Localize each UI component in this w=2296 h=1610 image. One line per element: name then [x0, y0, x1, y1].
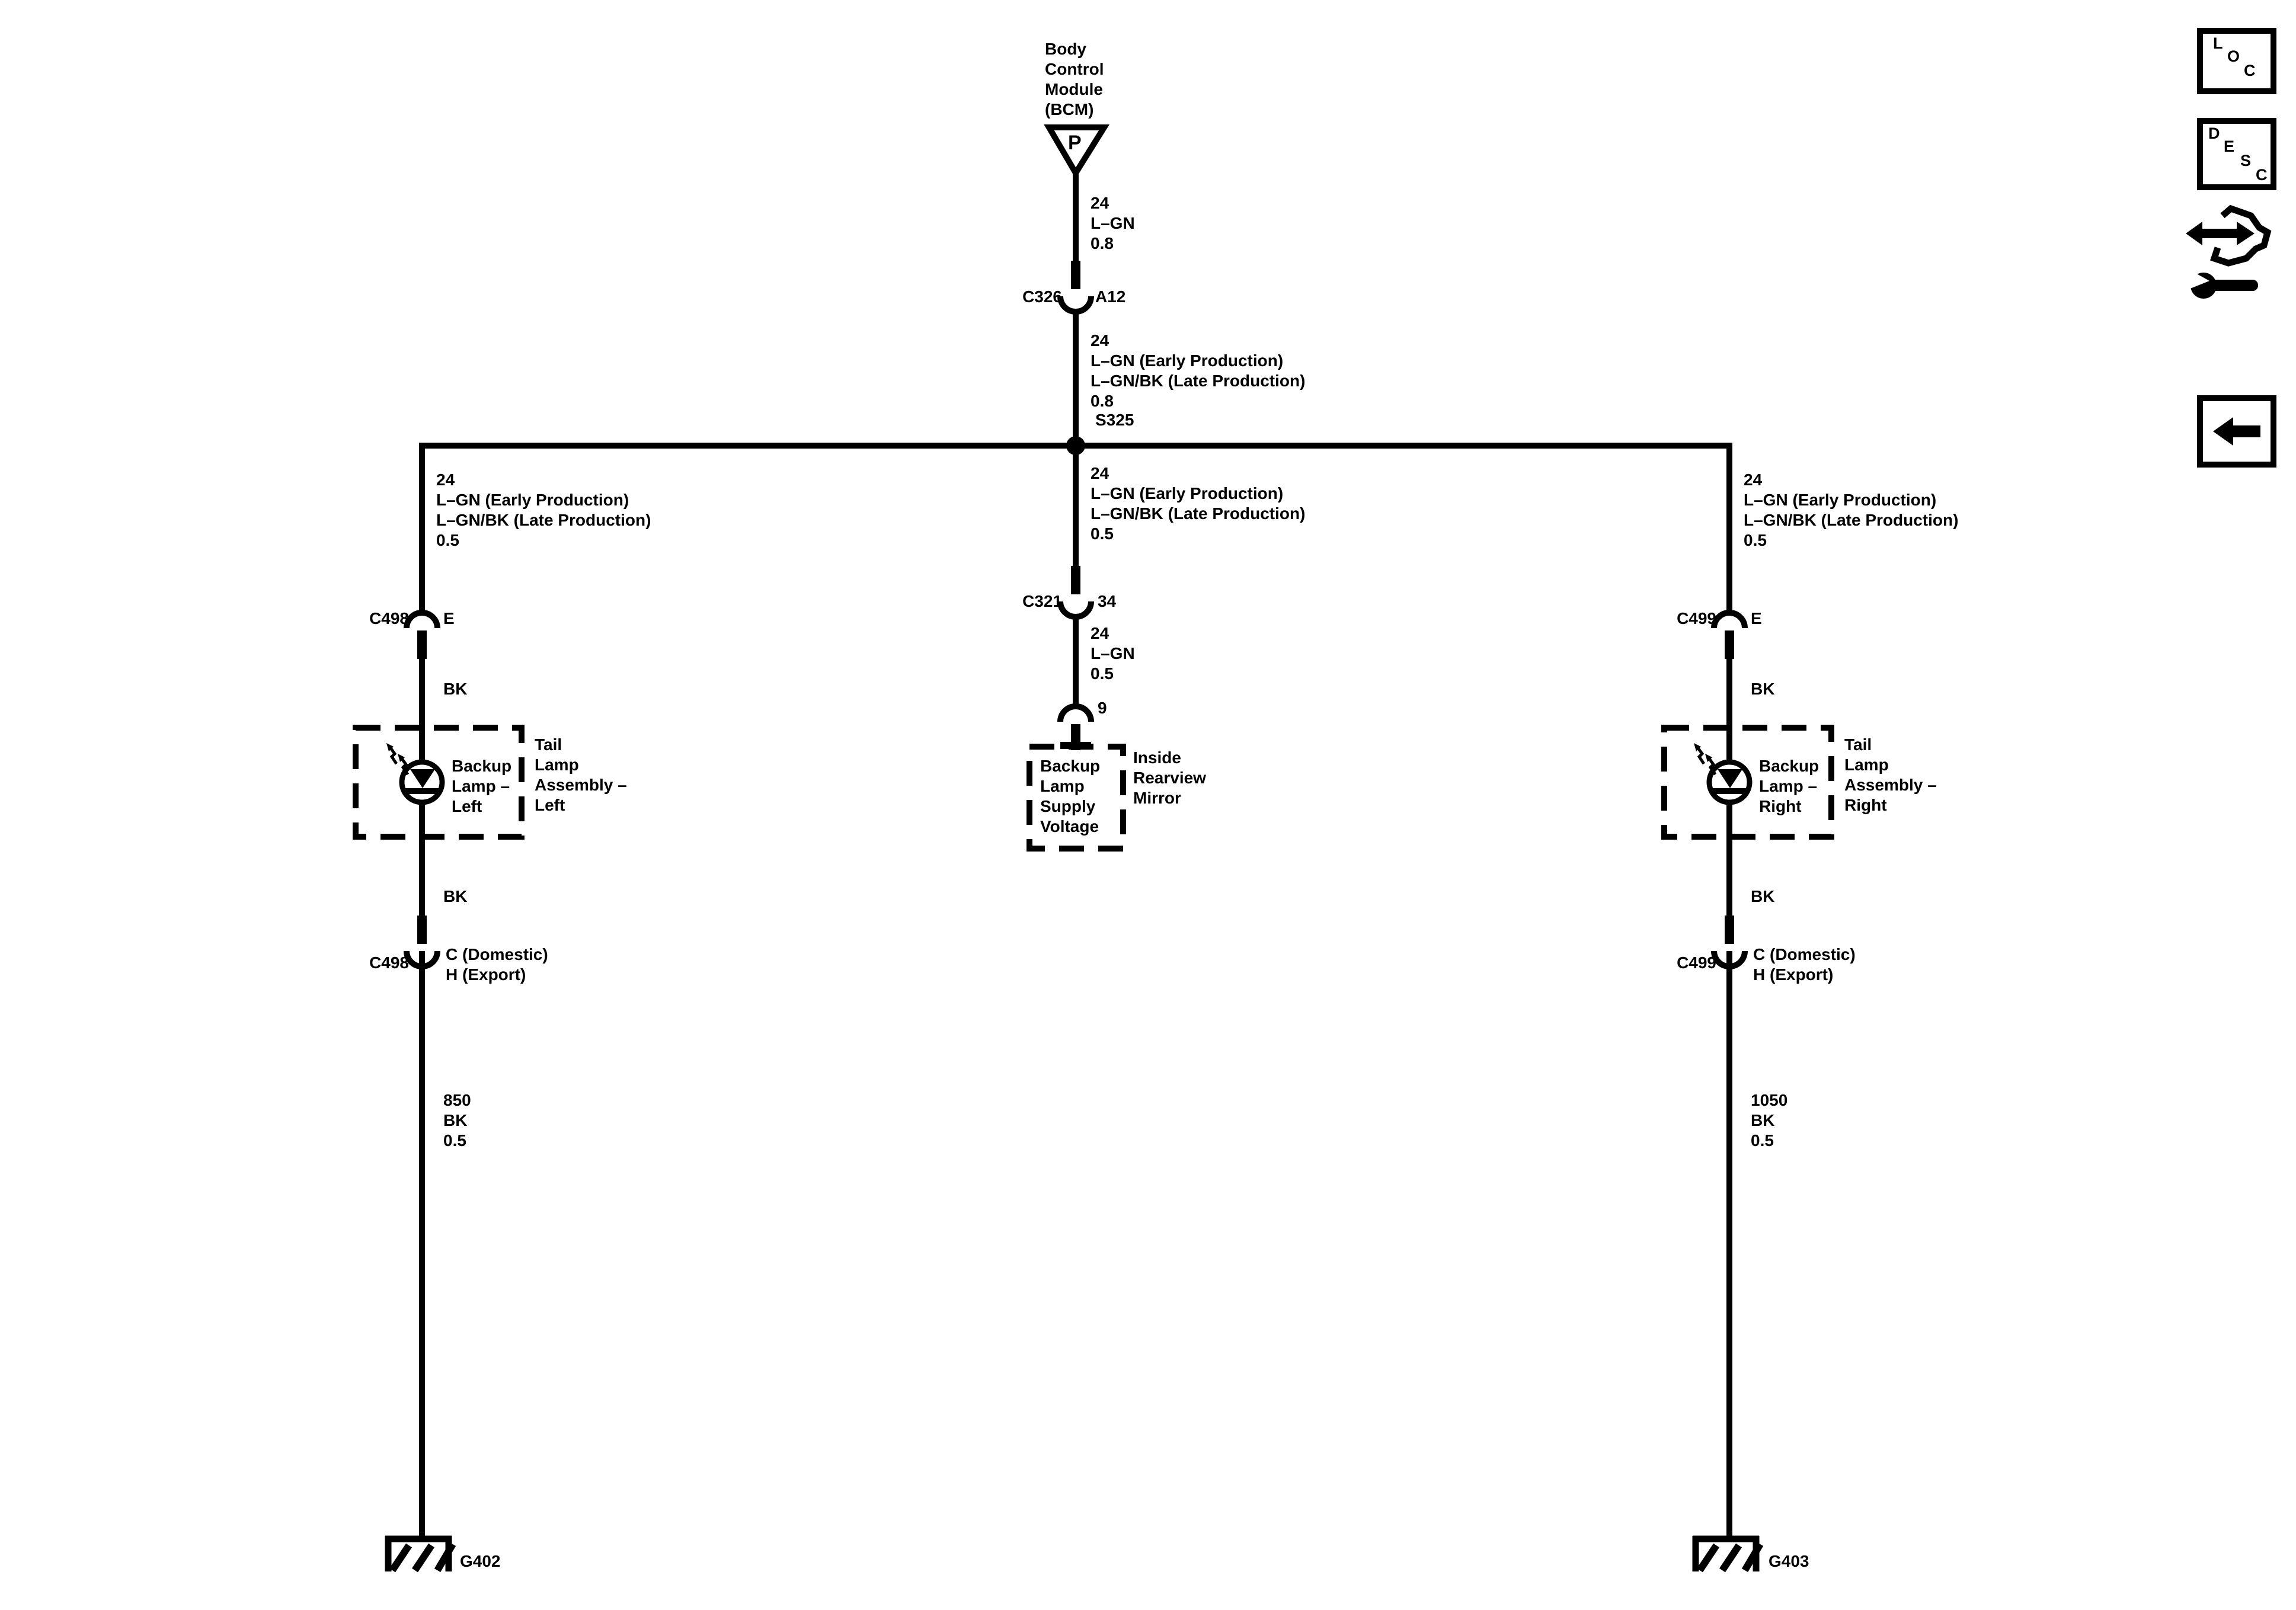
wire-color-left-2: BK [443, 887, 468, 905]
right-lamp-assembly-box [1661, 725, 1834, 840]
left-assembly-label: Tail Lamp Assembly – Left [535, 735, 627, 814]
connector-c498-top-label: C498 [369, 609, 409, 628]
wire-color: L–GN [1091, 644, 1135, 662]
bcm-title-line: Module [1045, 80, 1103, 98]
connector-c499-top-label: C499 [1677, 609, 1716, 628]
bcm-pin-letter: P [1068, 132, 1082, 154]
bcm-title-line: Body [1045, 40, 1086, 58]
wire-label-mirror: 24 L–GN 0.5 [1091, 623, 1135, 684]
right-lamp-label: Backup Lamp – Right [1759, 757, 1819, 815]
wire-color-early: L–GN (Early Production) [1091, 484, 1284, 502]
wire-color-late: L–GN/BK (Late Production) [1091, 504, 1306, 523]
wire-label-main: 24 L–GN (Early Production) L–GN/BK (Late… [1091, 331, 1305, 411]
ground-g403-symbol [1693, 1536, 1760, 1571]
wire-label-center-branch: 24 L–GN (Early Production) L–GN/BK (Late… [1091, 463, 1305, 544]
ground-g402-label: G402 [460, 1552, 501, 1570]
wire-color-left: BK [443, 680, 468, 698]
connector-c321-label: C321 [1022, 592, 1062, 610]
connector-c326-label: C326 [1022, 287, 1062, 306]
wire-color-late: L–GN/BK (Late Production) [1091, 372, 1306, 390]
right-assembly-label: Tail Lamp Assembly – Right [1844, 735, 1937, 814]
wire-gauge: 0.5 [1091, 664, 1114, 683]
connector-c321-pin: 34 [1098, 592, 1117, 610]
bcm-title-line: (BCM) [1045, 100, 1094, 119]
splice-label: S325 [1095, 411, 1134, 429]
wire-color-right: BK [1751, 680, 1775, 698]
connector-c326-symbol [1057, 261, 1094, 315]
connector-c498-bottom-label: C498 [369, 953, 409, 972]
wire-label-right-branch: 24 L–GN (Early Production) L–GN/BK (Late… [1744, 470, 1959, 549]
wire-gauge: 0.8 [1091, 392, 1114, 410]
circuit-number: 24 [1091, 464, 1109, 482]
loc-button[interactable] [2197, 28, 2276, 94]
desc-button[interactable] [2197, 118, 2276, 190]
left-lamp-label: Backup Lamp – Left [452, 757, 512, 815]
loc-icon-letter: L [2213, 34, 2223, 52]
wire-color: L–GN [1091, 214, 1135, 232]
left-backup-lamp-symbol [386, 743, 445, 805]
bcm-title: Body Control Module (BCM) [1045, 39, 1104, 120]
connector-c499-bottom-label: C499 [1677, 953, 1716, 972]
right-backup-lamp-symbol [1694, 743, 1753, 805]
wire-color-early: L–GN (Early Production) [1091, 351, 1284, 370]
loc-icon-letter: C [2244, 62, 2256, 79]
back-arrow-icon [2213, 417, 2260, 446]
connector-c326-pin: A12 [1095, 287, 1126, 306]
connector-c498-bottom-pins: C (Domestic) H (Export) [446, 945, 548, 984]
wire-gauge: 0.8 [1091, 234, 1114, 252]
connector-c499-top-symbol [1711, 610, 1748, 659]
wire-label-left-ground: 850 BK 0.5 [443, 1091, 471, 1150]
wire-gauge: 0.5 [1091, 524, 1114, 543]
back-button[interactable] [2197, 395, 2276, 468]
connector-c498-top-pin: E [443, 609, 455, 628]
wire-color-right-2: BK [1751, 887, 1775, 905]
bcm-title-line: Control [1045, 60, 1104, 78]
desc-icon-letter: E [2224, 137, 2235, 155]
mirror-component-box [1027, 744, 1126, 852]
bcm-triangle-connector [1044, 124, 1110, 179]
loc-icon-letter: O [2227, 47, 2240, 65]
circuit-number: 24 [1091, 331, 1109, 350]
mirror-pin-label: 9 [1098, 699, 1107, 717]
mirror-component-name: Inside Rearview Mirror [1133, 748, 1206, 807]
left-lamp-assembly-box [353, 725, 525, 840]
connector-c499-top-pin: E [1751, 609, 1762, 628]
ground-g402-symbol [385, 1536, 453, 1571]
wire-label-bcm: 24 L–GN 0.8 [1091, 193, 1135, 254]
connector-c321-symbol [1057, 566, 1094, 620]
connector-pin9-symbol [1057, 703, 1094, 750]
desc-icon-letter: D [2208, 124, 2220, 142]
circuit-number: 24 [1091, 624, 1109, 642]
ground-g403-label: G403 [1769, 1552, 1809, 1570]
wire-label-right-ground: 1050 BK 0.5 [1751, 1091, 1788, 1150]
desc-icon-letter: C [2256, 166, 2268, 184]
connector-c498-top-symbol [404, 610, 440, 659]
circuit-number: 24 [1091, 194, 1109, 212]
desc-icon-letter: S [2240, 152, 2252, 169]
wire-label-left-branch: 24 L–GN (Early Production) L–GN/BK (Late… [436, 470, 651, 549]
mirror-box-label: Backup Lamp Supply Voltage [1040, 757, 1101, 836]
repair-tool-icon[interactable] [2186, 204, 2272, 299]
connector-c499-bottom-pins: C (Domestic) H (Export) [1753, 945, 1856, 984]
